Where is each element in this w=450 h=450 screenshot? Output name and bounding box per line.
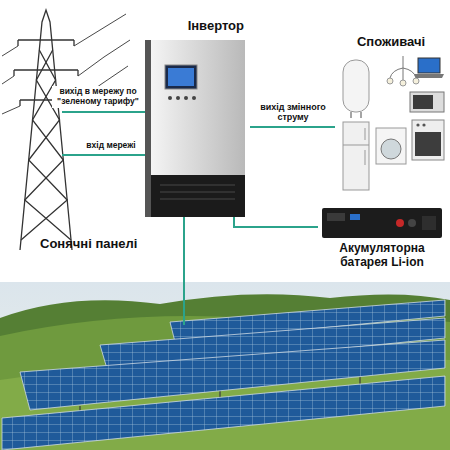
consumers-node: Споживачі [335, 34, 447, 194]
wire-label: вхід мережі [80, 140, 142, 152]
connector-wire [183, 217, 185, 236]
grid-wires [62, 112, 145, 155]
battery-unit [322, 208, 442, 238]
landscape [0, 282, 450, 450]
connector-wire [234, 217, 318, 227]
node-heading: Акумуляторна батарея Li-ion [320, 241, 444, 270]
inverter-node: Інвертор [140, 18, 250, 217]
battery-node: Акумуляторна батарея Li-ion [318, 205, 446, 275]
panel-feed-wire [183, 236, 185, 325]
inverter-unit [145, 40, 245, 217]
wire-label: вихід змінного струму [253, 102, 333, 123]
appliances [343, 56, 444, 190]
node-heading: Сонячні панелі [40, 236, 320, 252]
power-pylon [2, 10, 130, 250]
node-heading: Інвертор [140, 18, 244, 34]
solar-panels [2, 300, 445, 450]
node-heading: Споживачі [335, 34, 447, 50]
connector-wire [250, 126, 335, 128]
wire-label: вихід в мережу по "зеленому тарифу" [52, 86, 144, 108]
solar-node: Сонячні панелі [40, 236, 320, 426]
